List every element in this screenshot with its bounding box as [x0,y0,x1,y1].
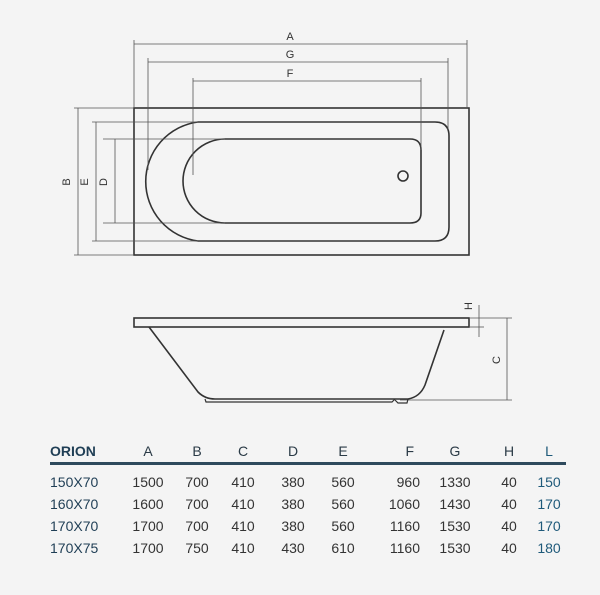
column-header: D [266,440,320,465]
bathtub-technical-drawing: A G F B E D H C [61,31,512,404]
model-cell: 170X75 [50,540,99,556]
cell: 560 [331,518,355,534]
table-row: 150X70 1500 700 410 380 560 960 1330 40 … [50,464,566,494]
top-view-basin-outer [145,121,450,242]
cell: 180 [537,540,561,556]
column-header: G [424,440,486,465]
column-header: B [174,440,220,465]
column-header: A [122,440,174,465]
cell: 700 [185,474,209,490]
column-header: C [220,440,266,465]
table-row: 170X75 1700 750 410 430 610 1160 1530 40… [50,537,566,559]
cell: 1600 [132,496,164,512]
dim-label-f: F [287,68,294,80]
cell: 1530 [439,518,471,534]
dim-label-d: D [98,178,110,186]
cell: 150 [537,474,561,490]
dimensions-table: ORION A B C D E F G H L 150X70 1500 700 … [50,440,566,559]
table-header-row: ORION A B C D E F G H L [50,440,566,465]
column-header: H [486,440,532,465]
cell: 410 [231,474,255,490]
cell: 410 [231,496,255,512]
top-view-basin-inner [182,138,422,224]
cell: 40 [501,518,517,534]
cell: 560 [331,496,355,512]
cell: 430 [281,540,305,556]
cell: 750 [185,540,209,556]
dim-label-e: E [79,178,91,185]
cell: 700 [185,496,209,512]
cell: 380 [281,474,305,490]
cell: 380 [281,496,305,512]
cell: 410 [231,518,255,534]
cell: 1160 [389,540,420,556]
cell: 1700 [132,540,164,556]
model-cell: 160X70 [50,496,99,512]
cell: 1530 [439,540,471,556]
dim-label-h: H [463,302,475,310]
column-header: L [532,440,566,465]
cell: 1700 [132,518,164,534]
dim-label-b: B [61,178,73,185]
cell: 1160 [389,518,420,534]
table-row: 160X70 1600 700 410 380 560 1060 1430 40… [50,493,566,515]
cell: 1330 [439,474,471,490]
dim-label-g: G [286,49,295,61]
cell: 170 [537,518,561,534]
cell: 1500 [132,474,164,490]
cell: 40 [501,496,517,512]
cell: 40 [501,540,517,556]
side-view-basin [148,326,445,400]
cell: 700 [185,518,209,534]
cell: 410 [231,540,255,556]
dim-label-a: A [286,31,294,43]
cell: 1430 [439,496,471,512]
drain-icon [397,170,409,182]
dim-label-c: C [491,356,503,364]
cell: 610 [331,540,355,556]
column-header: E [320,440,366,465]
top-view-outer-rim [133,107,470,256]
model-cell: 150X70 [50,474,99,490]
table-title: ORION [50,440,122,465]
cell: 380 [281,518,305,534]
cell: 560 [331,474,355,490]
cell: 40 [501,474,517,490]
model-cell: 170X70 [50,518,99,534]
table-row: 170X70 1700 700 410 380 560 1160 1530 40… [50,515,566,537]
cell: 170 [537,496,561,512]
side-view-rim [133,317,470,328]
cell: 960 [396,474,420,490]
cell: 1060 [388,496,420,512]
column-header: F [366,440,424,465]
